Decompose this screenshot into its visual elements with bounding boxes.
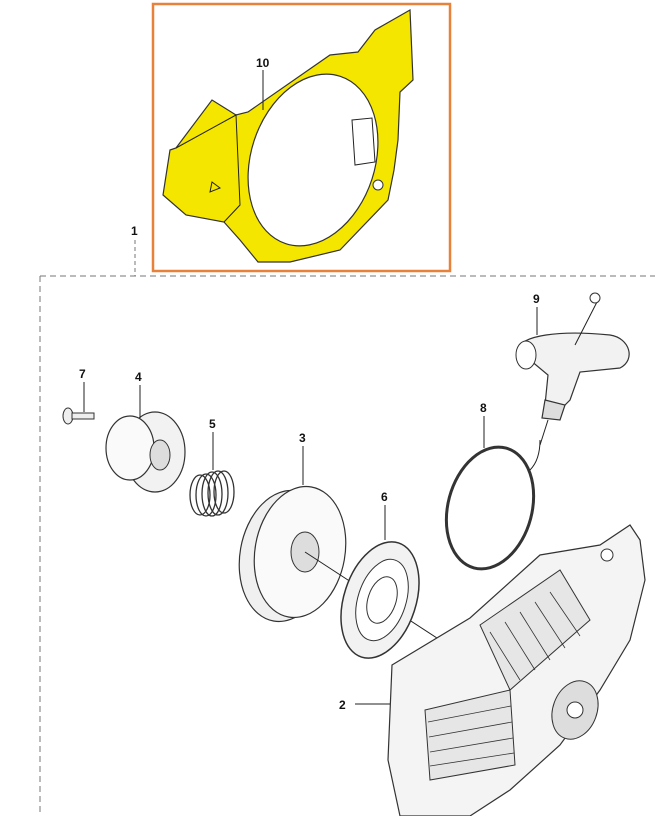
callout-4: 4 — [135, 370, 142, 384]
callout-5: 5 — [209, 417, 216, 431]
part-6-spring-cassette[interactable]: 6 — [327, 490, 433, 668]
part-10-fan-housing[interactable]: 10 — [162, 8, 414, 263]
part-7-screw[interactable]: 7 — [62, 367, 95, 425]
callout-1: 1 — [131, 224, 138, 238]
callout-9: 9 — [533, 292, 540, 306]
callout-10: 10 — [256, 56, 270, 70]
callout-7: 7 — [79, 367, 86, 381]
part-5-spring[interactable]: 5 — [189, 417, 235, 517]
part-3-pulley[interactable]: 3 — [229, 431, 441, 641]
part-2-starter-cover[interactable]: 2 — [339, 524, 646, 816]
callout-2: 2 — [339, 698, 346, 712]
highlight-frame[interactable] — [151, 2, 452, 273]
callout-6: 6 — [381, 490, 388, 504]
assembly-1-frame: 1 — [39, 224, 655, 816]
part-8-starter-rope[interactable]: 8 — [433, 401, 546, 579]
part-9-starter-handle[interactable]: 9 — [515, 292, 630, 446]
part-4-hub[interactable]: 4 — [105, 370, 186, 493]
callout-3: 3 — [299, 431, 306, 445]
callout-8: 8 — [480, 401, 487, 415]
